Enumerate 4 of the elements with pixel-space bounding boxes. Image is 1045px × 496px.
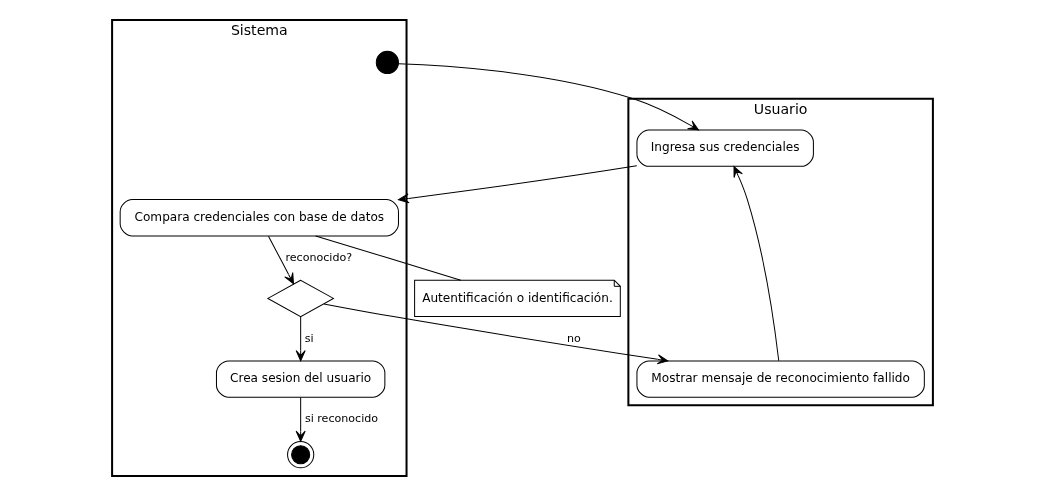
edge-label: si reconocido [304, 412, 379, 426]
edge-label: reconocido? [285, 250, 353, 264]
edge-label: si [304, 331, 314, 345]
edge-label: no [567, 331, 581, 345]
